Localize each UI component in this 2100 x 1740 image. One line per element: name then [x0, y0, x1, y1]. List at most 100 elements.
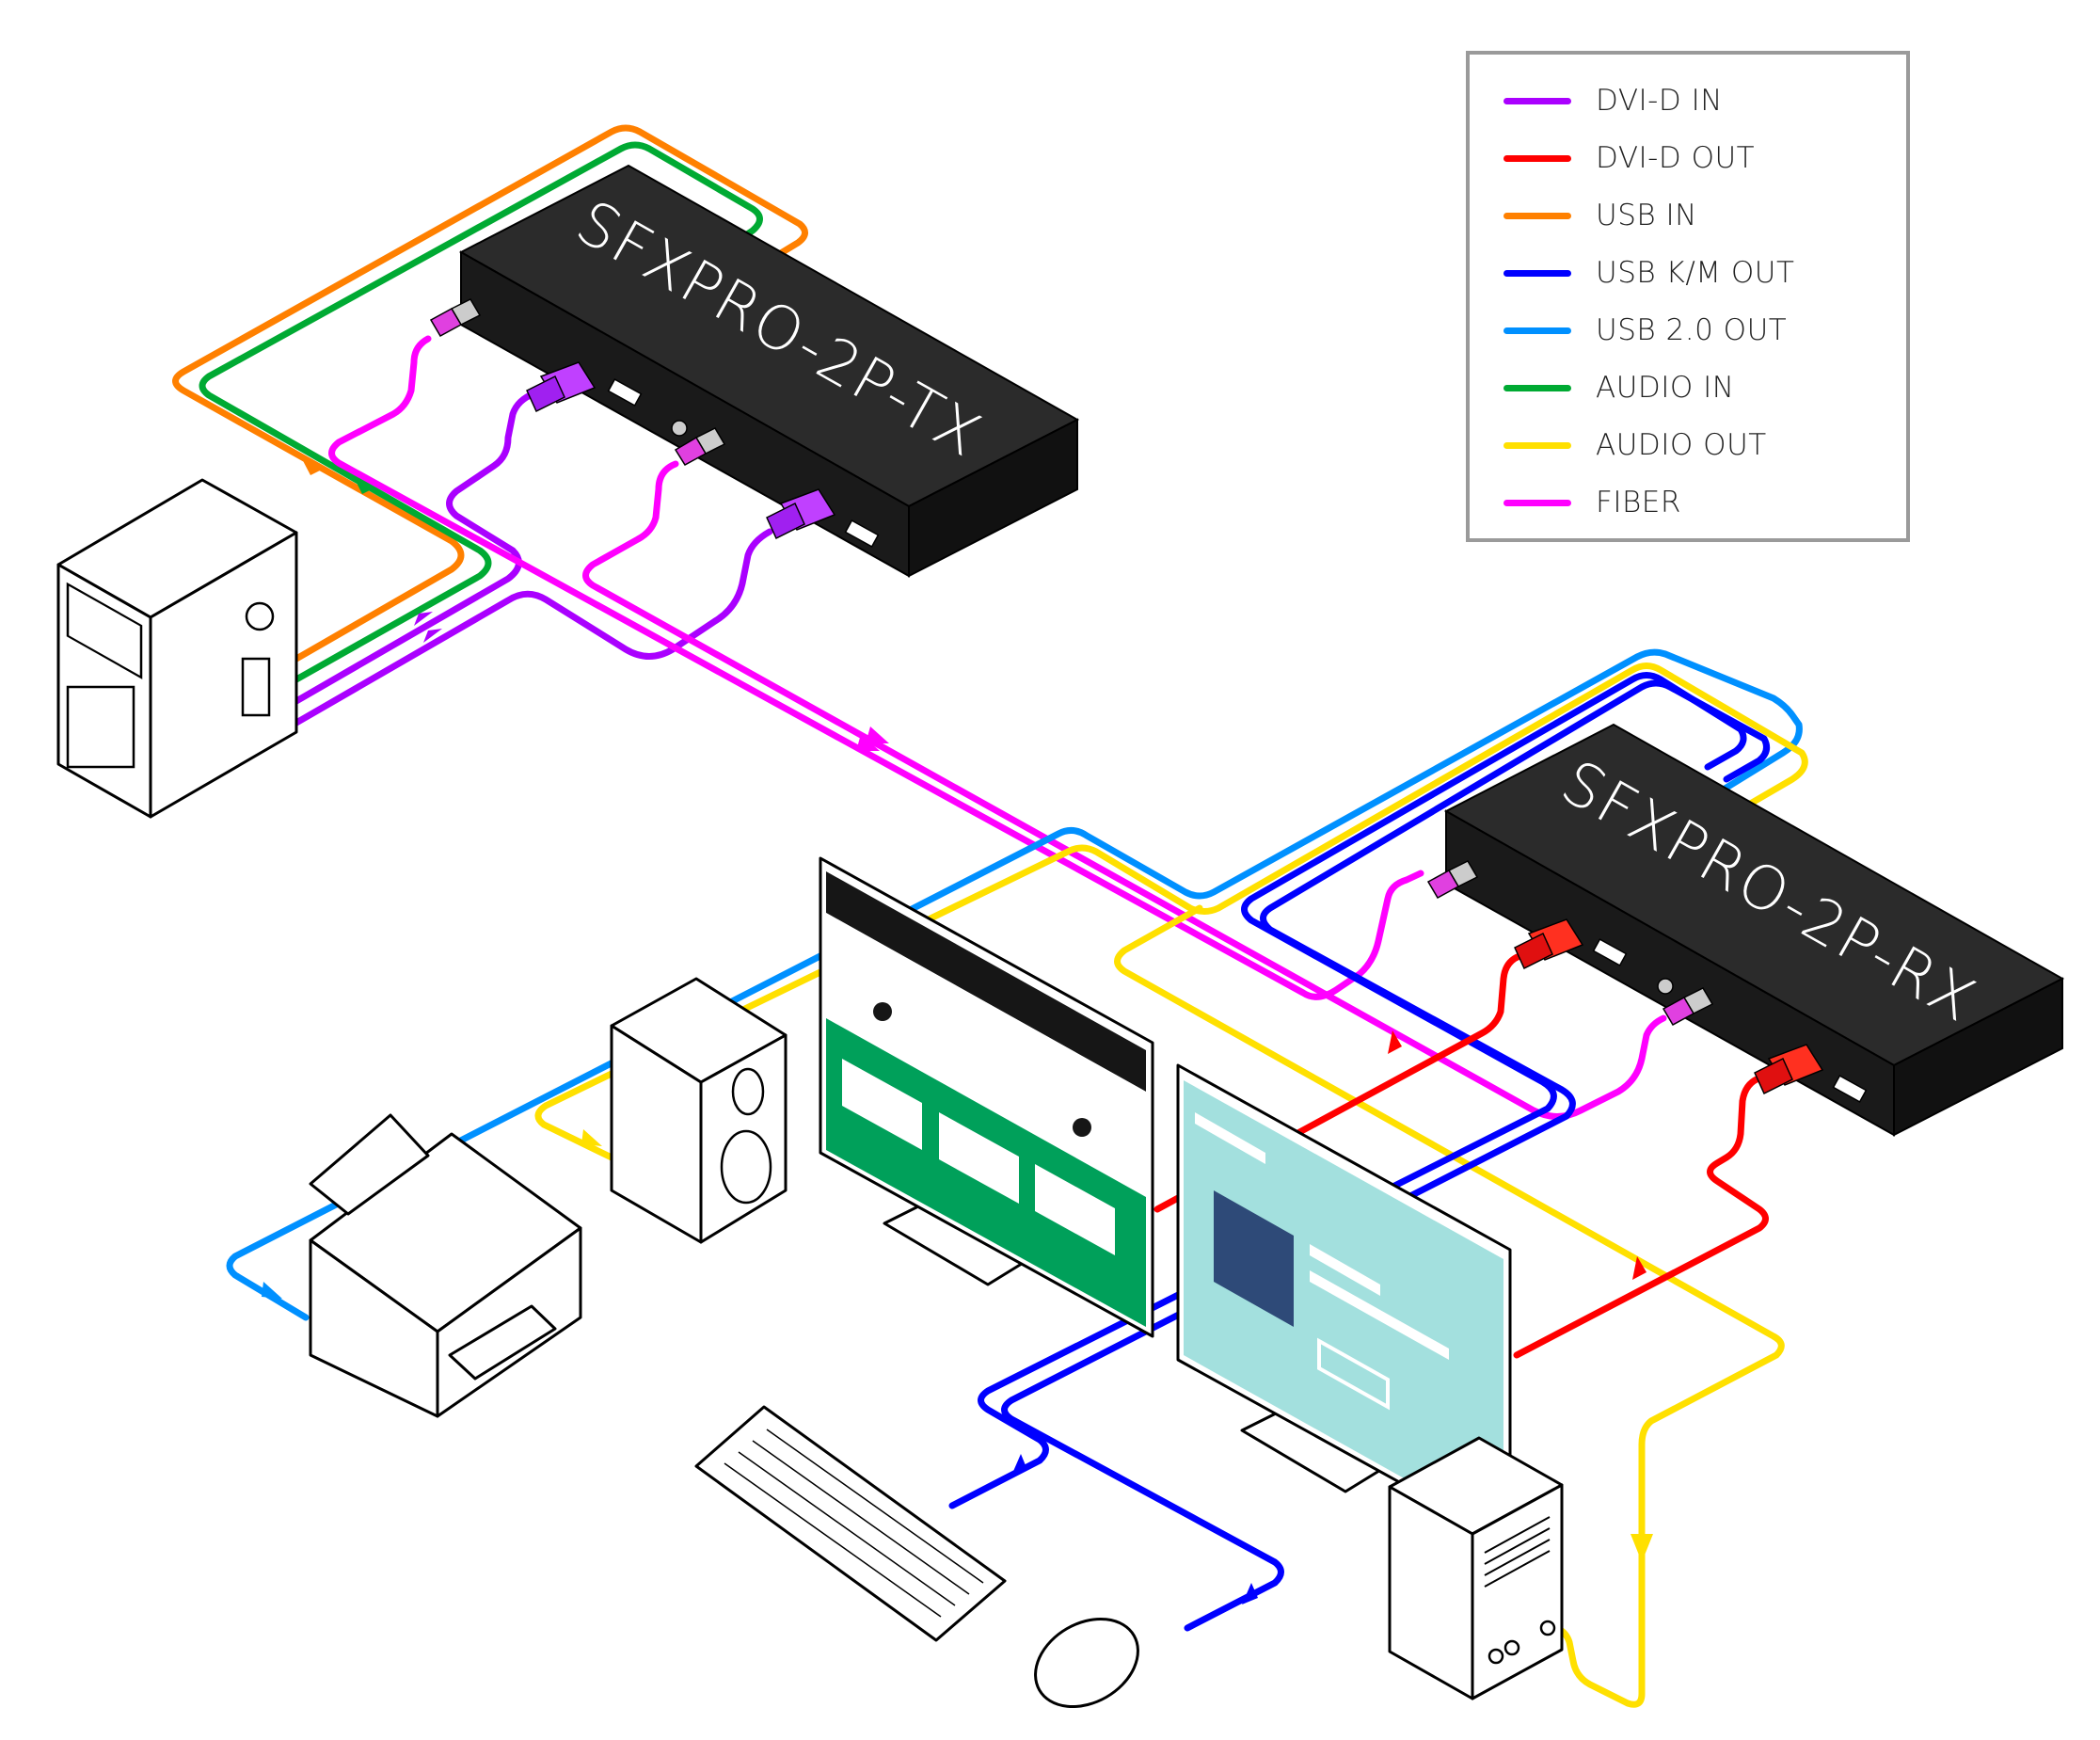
- tx-unit: SFXPRO-2P-TX: [429, 164, 1080, 578]
- flow-arrows: [262, 454, 1653, 1604]
- amp-audio-jack: [1539, 1620, 1556, 1636]
- arrow-km-mouse: [1242, 1583, 1258, 1604]
- cable-fiber-2: [582, 460, 1667, 1120]
- monitor-1-screen-black: [826, 871, 1146, 1092]
- printer-paper-out: [448, 1304, 557, 1381]
- legend-label: AUDIO OUT: [1596, 428, 1767, 462]
- legend-label: USB IN: [1596, 199, 1697, 232]
- rx-dvi-connector-1: [1514, 918, 1584, 970]
- tx-dvi-port-empty-1: [607, 378, 643, 407]
- rx-dvi-port-empty-2: [1832, 1075, 1868, 1103]
- legend-item-usb-in: USB IN: [1503, 192, 1697, 239]
- monitor-2-button: [1317, 1337, 1390, 1411]
- legend-swatch-fiber: [1503, 499, 1571, 506]
- cable-dvi-out-1: [1153, 951, 1526, 1213]
- rx-fiber-connector-2: [1662, 987, 1714, 1027]
- legend-label: AUDIO IN: [1596, 371, 1735, 405]
- legend-label: DVI-D IN: [1596, 84, 1723, 118]
- tx-power-jack: [671, 420, 688, 437]
- tx-dvi-connector-2: [766, 488, 836, 540]
- legend-item-usb2-out: USB 2.0 OUT: [1503, 307, 1787, 354]
- amp-vents: [1484, 1516, 1551, 1588]
- monitor-1-dot-left: [873, 1002, 892, 1021]
- tx-fiber-connector-1: [429, 298, 482, 338]
- legend-item-fiber: FIBER: [1503, 479, 1681, 526]
- arrow-audio-amp: [1631, 1534, 1653, 1562]
- cable-dvi-out-2: [1513, 1074, 1769, 1359]
- amp-knob-1: [1488, 1648, 1504, 1665]
- arrow-usb-in: [299, 454, 320, 475]
- legend-swatch-dvi-in: [1503, 97, 1571, 104]
- monitor-2-screen: [1184, 1080, 1503, 1534]
- legend-swatch-usb-in: [1503, 212, 1571, 219]
- legend-swatch-dvi-out: [1503, 154, 1571, 162]
- pc-fan-grille: [245, 601, 275, 631]
- legend-swatch-audio-in: [1503, 384, 1571, 391]
- monitor-2-text-line-2: [1310, 1244, 1380, 1296]
- rx-fiber-connector-1: [1426, 860, 1479, 900]
- legend-label: USB K/M OUT: [1596, 256, 1795, 290]
- mouse: [1034, 1617, 1139, 1709]
- rx-power-jack: [1657, 978, 1674, 995]
- legend-label: DVI-D OUT: [1596, 141, 1756, 175]
- arrow-km-keyboard: [1011, 1454, 1027, 1476]
- legend-item-dvi-in: DVI-D IN: [1503, 77, 1723, 124]
- pc-vent-grille: [241, 657, 271, 717]
- monitor-1: [819, 856, 1154, 1338]
- arrow-dvi-out-1: [1388, 1030, 1402, 1054]
- audio-receiver: [1388, 1436, 1564, 1700]
- speaker-woofer: [720, 1129, 772, 1205]
- source-pc-tower: [56, 478, 298, 819]
- keyboard-keys: [724, 1429, 984, 1618]
- monitor-1-card-2: [939, 1112, 1019, 1204]
- cables: [172, 124, 1808, 1708]
- amp-side: [1471, 1483, 1564, 1700]
- amp-knob-2: [1503, 1639, 1520, 1656]
- tx-side: [908, 418, 1078, 578]
- legend-item-usb-km-out: USB K/M OUT: [1503, 249, 1794, 296]
- printer: [309, 1113, 582, 1418]
- legend-swatch-usb-km-out: [1503, 269, 1571, 277]
- legend-item-audio-out: AUDIO OUT: [1503, 422, 1767, 469]
- cable-audio-in: [199, 141, 763, 683]
- monitor-1-screen-white: [826, 913, 1146, 1205]
- printer-paper-in: [309, 1113, 430, 1216]
- tx-dvi-connector-1: [526, 361, 597, 413]
- monitor-2-text-line-3: [1310, 1270, 1449, 1360]
- arrow-fiber-1: [866, 726, 889, 743]
- legend-swatch-audio-out: [1503, 441, 1571, 449]
- rx-dvi-connector-2: [1754, 1044, 1824, 1095]
- arrow-audio-speaker: [581, 1129, 602, 1146]
- monitor-2: [1176, 1063, 1512, 1545]
- cable-usb-in: [172, 124, 808, 662]
- arrow-dvi-out-2: [1632, 1256, 1647, 1280]
- keyboard: [694, 1405, 1007, 1642]
- arrow-usb2: [262, 1282, 282, 1299]
- cable-usb-km-mouse: [1001, 679, 1771, 1632]
- tx-fiber-connector-2: [674, 427, 726, 466]
- legend-swatch-usb2-out: [1503, 327, 1571, 334]
- rx-dvi-port-empty-1: [1592, 938, 1628, 966]
- tx-dvi-port-empty-2: [844, 519, 880, 548]
- legend-item-dvi-out: DVI-D OUT: [1503, 135, 1755, 182]
- arrow-dvi-in-2: [423, 629, 442, 643]
- arrow-dvi-in-1: [414, 612, 433, 626]
- monitor-1-dot-right: [1073, 1118, 1091, 1137]
- cable-dvi-in-2: [293, 528, 773, 726]
- cable-audio-out-amp: [1114, 904, 1785, 1708]
- legend: DVI-D IN DVI-D OUT USB IN USB K/M OUT US…: [1466, 51, 1910, 542]
- monitor-2-image-block: [1214, 1190, 1294, 1327]
- keyboard-body: [694, 1405, 1007, 1642]
- speaker-tweeter: [731, 1067, 765, 1116]
- arrow-audio-in: [353, 475, 372, 494]
- legend-item-audio-in: AUDIO IN: [1503, 364, 1735, 411]
- speaker: [610, 977, 788, 1244]
- rx-side: [1893, 977, 2063, 1137]
- arrow-fiber-2: [856, 734, 880, 751]
- monitor-1-card-3: [1035, 1164, 1115, 1255]
- pc-drive-bay: [66, 582, 143, 679]
- legend-label: FIBER: [1596, 486, 1681, 519]
- cable-fiber-1: [328, 335, 1424, 1000]
- cable-audio-out-speaker: [534, 662, 1808, 1161]
- monitor-2-text-line-1: [1195, 1112, 1265, 1164]
